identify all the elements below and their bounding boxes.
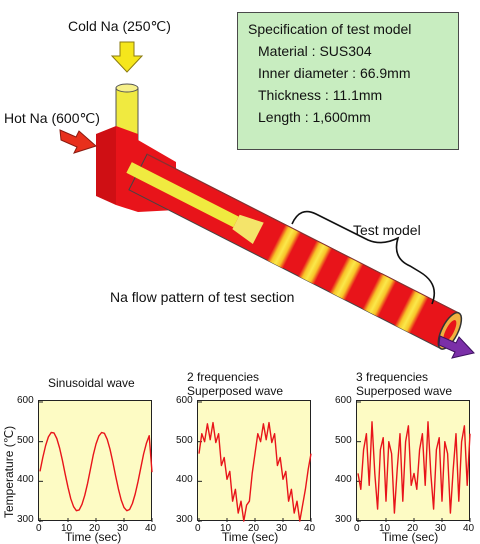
x-axis-label-1: Time (sec) xyxy=(65,530,122,544)
y-tick-label: 500 xyxy=(17,434,34,446)
hot-inlet-arrow xyxy=(59,129,97,154)
x-tick-label: 0 xyxy=(36,523,42,534)
chart-two-frequency xyxy=(197,400,312,522)
y-tick-label: 400 xyxy=(335,474,352,486)
x-tick-label: 40 xyxy=(463,523,475,534)
x-tick-label: 20 xyxy=(407,523,419,534)
chart-three-frequency xyxy=(356,400,471,522)
y-tick-label: 600 xyxy=(335,395,352,406)
x-tick-label: 0 xyxy=(195,523,201,534)
flow-pattern-caption: Na flow pattern of test section xyxy=(110,289,295,305)
x-axis-label-2: Time (sec) xyxy=(222,530,279,544)
y-tick-label: 300 xyxy=(335,514,352,525)
y-tick-label: 600 xyxy=(176,395,193,406)
spec-material: Material : SUS304 xyxy=(258,43,372,59)
x-tick-label: 30 xyxy=(117,523,129,534)
x-tick-label: 40 xyxy=(145,523,157,534)
hot-na-label: Hot Na (600℃) xyxy=(4,110,100,126)
x-tick-label: 30 xyxy=(276,523,288,534)
x-tick-label: 10 xyxy=(379,523,391,534)
y-tick-label: 400 xyxy=(176,474,193,486)
cold-inlet-arrow xyxy=(110,41,144,73)
chart-3-svg xyxy=(357,401,471,522)
y-tick-label: 300 xyxy=(17,514,34,525)
y-axis-label: Temperature (℃) xyxy=(2,425,16,518)
chart-1-svg xyxy=(39,401,153,522)
chart-2-svg xyxy=(198,401,312,522)
chart-3-title: 3 frequencies Superposed wave xyxy=(356,370,453,398)
x-tick-label: 20 xyxy=(89,523,101,534)
spec-inner-diameter: Inner diameter : 66.9mm xyxy=(258,65,411,81)
y-tick-label: 500 xyxy=(335,434,352,446)
main-pipe xyxy=(126,153,463,350)
chart-sinusoidal xyxy=(38,400,153,522)
specification-box: Specification of test model Material : S… xyxy=(237,12,459,150)
x-tick-label: 30 xyxy=(435,523,447,534)
x-tick-label: 10 xyxy=(61,523,73,534)
spec-length: Length : 1,600mm xyxy=(258,109,371,125)
spec-thickness: Thickness : 11.1mm xyxy=(258,87,383,103)
chart-1-title: Sinusoidal wave xyxy=(48,376,135,390)
cold-na-label: Cold Na (250℃) xyxy=(68,18,171,34)
chart-3-series-line xyxy=(357,421,471,514)
x-tick-label: 0 xyxy=(354,523,360,534)
test-model-bracket xyxy=(291,210,436,305)
x-axis-label-3: Time (sec) xyxy=(382,530,439,544)
y-tick-label: 400 xyxy=(17,474,34,486)
x-tick-label: 10 xyxy=(220,523,232,534)
y-tick-label: 600 xyxy=(17,395,34,406)
spec-title: Specification of test model xyxy=(248,21,412,37)
test-section-diagram xyxy=(59,41,475,359)
y-tick-label: 300 xyxy=(176,514,193,525)
test-model-label: Test model xyxy=(353,222,421,238)
chart-1-series-line xyxy=(39,431,153,512)
chart-2-series-line xyxy=(198,421,312,522)
chart-2-title: 2 frequencies Superposed wave xyxy=(187,370,284,398)
y-tick-label: 500 xyxy=(176,434,193,446)
x-tick-label: 20 xyxy=(248,523,260,534)
outlet-arrow xyxy=(438,335,475,359)
x-tick-label: 40 xyxy=(304,523,316,534)
